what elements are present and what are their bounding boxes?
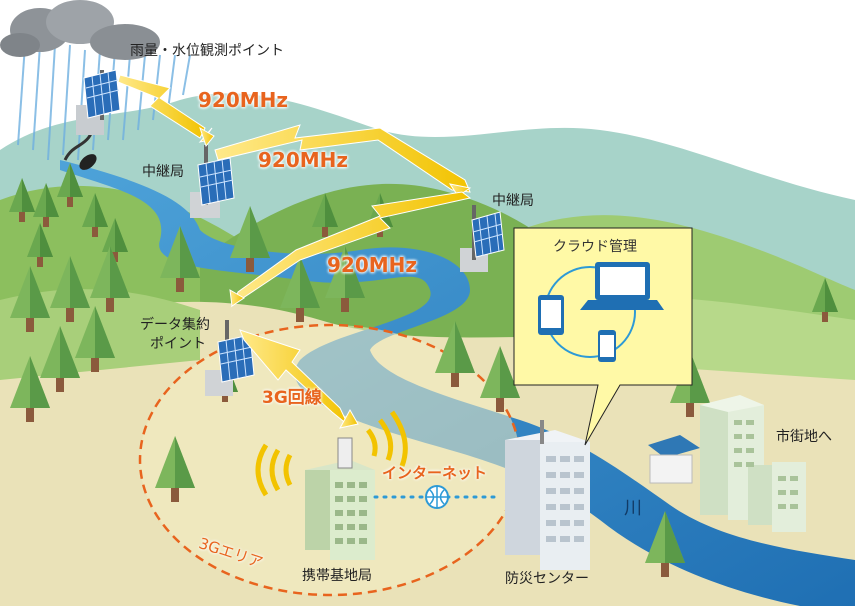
frequency-label-1: 920MHz xyxy=(198,88,289,112)
rain-cloud xyxy=(0,0,191,161)
rain-point-label: 雨量・水位観測ポイント xyxy=(130,43,284,59)
river-label: 川 xyxy=(624,498,642,519)
relay-station-2 xyxy=(460,205,505,272)
relay-station-1 xyxy=(190,145,235,218)
river xyxy=(60,160,855,606)
disaster-center-building xyxy=(505,420,590,570)
frequency-label-2: 920MHz xyxy=(258,148,349,172)
city-buildings xyxy=(648,395,806,532)
city-label: 市街地へ xyxy=(776,429,832,445)
data-aggregation-station xyxy=(205,320,255,396)
radio-arrows xyxy=(117,74,472,429)
relay-1-label: 中継局 xyxy=(142,164,184,180)
data-point-label-line2: ポイント xyxy=(150,336,206,352)
base-station-label: 携帯基地局 xyxy=(302,568,372,584)
cloud-management-label: クラウド管理 xyxy=(553,239,637,255)
relay-2-label: 中継局 xyxy=(492,193,534,209)
disaster-center-label: 防災センター xyxy=(505,571,589,587)
internet-label: インターネット xyxy=(382,464,488,482)
cloud-management-panel xyxy=(513,227,693,446)
observation-station xyxy=(63,69,121,170)
frequency-label-3: 920MHz xyxy=(327,253,418,277)
data-point-label-line1: データ集約 xyxy=(140,317,210,333)
3g-line-label: 3G回線 xyxy=(262,388,322,408)
base-station-building xyxy=(255,410,408,560)
internet-link xyxy=(373,485,502,509)
